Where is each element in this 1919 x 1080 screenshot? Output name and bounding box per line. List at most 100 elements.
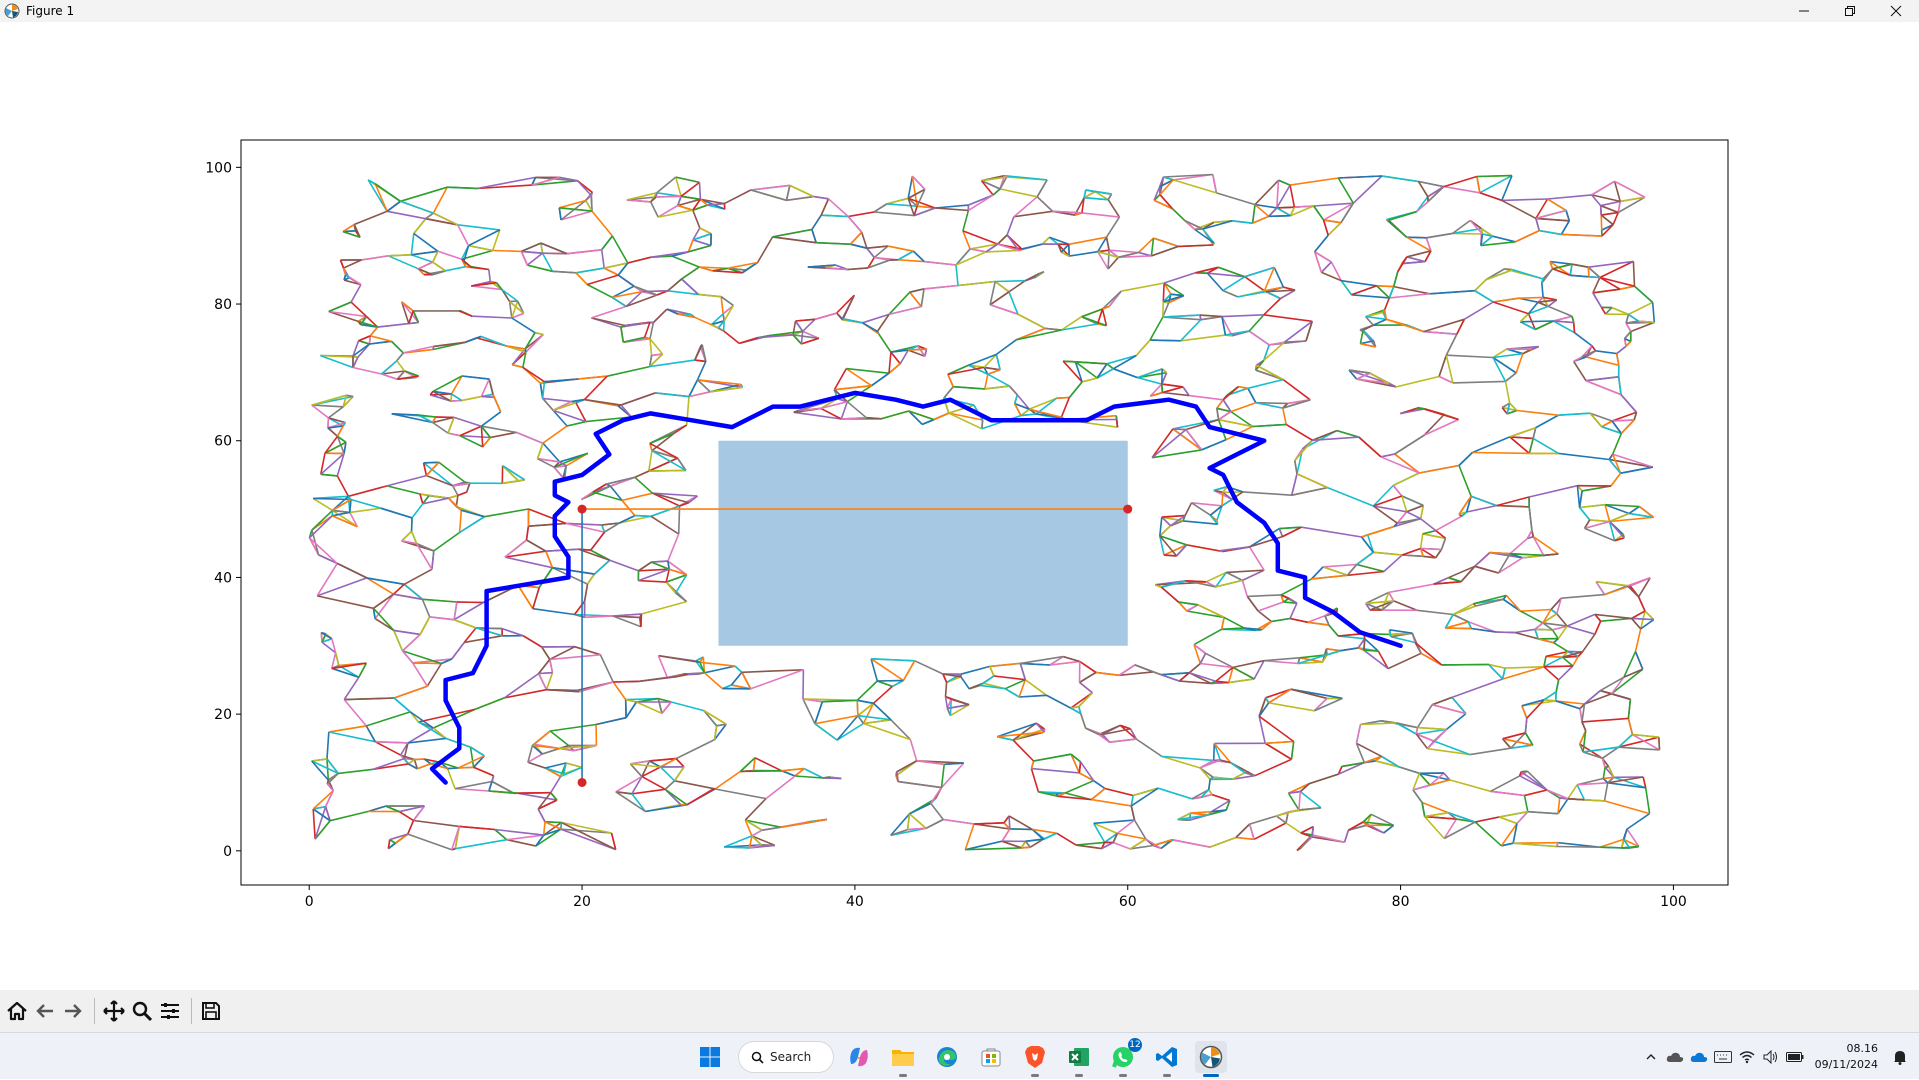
roadmap-edge — [700, 182, 701, 199]
roadmap-edge — [1535, 629, 1553, 630]
roadmap-edge — [1421, 549, 1442, 550]
roadmap-edge — [740, 771, 753, 772]
x-tick-label: 60 — [1119, 894, 1137, 910]
roadmap-edge — [1162, 384, 1163, 392]
save-button[interactable] — [198, 996, 224, 1026]
store-button[interactable] — [975, 1041, 1007, 1073]
vscode-button[interactable] — [1151, 1041, 1183, 1073]
edge-button[interactable] — [931, 1041, 963, 1073]
roadmap-edge — [1009, 816, 1010, 829]
copilot-icon — [847, 1045, 871, 1069]
x-tick-label: 100 — [1660, 894, 1687, 910]
roadmap-edge — [1568, 799, 1585, 800]
roadmap-edge — [543, 253, 568, 254]
roadmap-edge — [1021, 847, 1030, 848]
configure-subplots-icon — [159, 1000, 181, 1022]
roadmap-edge — [1659, 737, 1660, 750]
onedrive-button[interactable] — [1688, 1046, 1710, 1068]
minimize-icon — [1798, 5, 1810, 17]
zoom-button[interactable] — [129, 996, 155, 1026]
maximize-button[interactable] — [1827, 0, 1873, 22]
roadmap-edge — [649, 470, 686, 471]
roadmap-edge — [1601, 206, 1602, 216]
roadmap-edge — [1453, 233, 1483, 234]
active-indicator — [1031, 1074, 1039, 1077]
roadmap-edge — [458, 767, 473, 768]
system-tray: 08.16 09/11/2024 — [1639, 1033, 1919, 1080]
roadmap-edge — [1490, 553, 1510, 554]
roadmap-edge — [1482, 229, 1483, 234]
vscode-icon — [1155, 1045, 1179, 1069]
restore-icon — [1844, 5, 1856, 17]
taskbar-search[interactable]: Search — [738, 1041, 834, 1073]
y-tick-label: 0 — [223, 844, 232, 860]
start-button[interactable] — [694, 1041, 726, 1073]
toolbar-separator — [94, 998, 95, 1024]
y-tick-label: 60 — [214, 434, 232, 450]
onedrive-personal-button[interactable] — [1664, 1046, 1686, 1068]
roadmap-edge — [1588, 267, 1589, 277]
roadmap-edge — [1544, 666, 1573, 667]
roadmap-edge — [995, 281, 1025, 282]
roadmap-edge — [370, 336, 371, 344]
roadmap-edge — [388, 255, 411, 256]
python-figure-button[interactable] — [1195, 1041, 1227, 1073]
forward-button[interactable] — [60, 996, 86, 1026]
brave-button[interactable] — [1019, 1041, 1051, 1073]
back-button[interactable] — [32, 996, 58, 1026]
roadmap-edge — [982, 420, 983, 429]
edge-browser-icon — [935, 1045, 959, 1069]
roadmap-edge — [1589, 277, 1600, 278]
speaker-icon — [1763, 1050, 1779, 1064]
minimize-button[interactable] — [1781, 0, 1827, 22]
roadmap-edge — [641, 614, 642, 627]
roadmap-edge — [1557, 847, 1600, 848]
y-tick-label: 80 — [214, 297, 232, 313]
roadmap-edge — [1600, 847, 1630, 848]
excel-button[interactable] — [1063, 1041, 1095, 1073]
roadmap-edge — [413, 663, 442, 664]
roadmap-edge — [1417, 408, 1425, 409]
notification-badge: 12 — [1128, 1038, 1142, 1052]
keyboard-button[interactable] — [1712, 1046, 1734, 1068]
keyboard-icon — [1714, 1051, 1732, 1063]
x-tick-label: 0 — [305, 894, 314, 910]
navigation-toolbar — [0, 990, 1919, 1032]
show-hidden-icons-button[interactable] — [1640, 1046, 1662, 1068]
x-tick-label: 20 — [573, 894, 591, 910]
x-tick-label: 40 — [846, 894, 864, 910]
chevron-up-icon — [1645, 1051, 1657, 1063]
copilot-button[interactable] — [843, 1041, 875, 1073]
clock[interactable]: 08.16 09/11/2024 — [1815, 1041, 1878, 1073]
roadmap-edge — [517, 793, 550, 794]
battery-button[interactable] — [1784, 1046, 1806, 1068]
active-indicator — [1163, 1074, 1171, 1077]
pan-button[interactable] — [101, 996, 127, 1026]
roadmap-edge — [1633, 261, 1634, 286]
roadmap-edge — [1612, 420, 1634, 421]
onedrive-cloud-icon — [1690, 1051, 1708, 1063]
cloud-icon — [1666, 1051, 1684, 1063]
roadmap-edge — [1057, 398, 1070, 399]
y-tick-label: 20 — [214, 707, 232, 723]
file-explorer-button[interactable] — [887, 1041, 919, 1073]
roadmap-edge — [1269, 216, 1291, 217]
configure-subplots-button[interactable] — [157, 996, 183, 1026]
folder-icon — [891, 1046, 915, 1068]
window-titlebar: Figure 1 — [0, 0, 1919, 22]
roadmap-edge — [1377, 286, 1394, 287]
active-indicator — [1119, 1074, 1127, 1077]
roadmap-edge — [451, 401, 462, 402]
windows-logo-icon — [699, 1046, 721, 1068]
whatsapp-button[interactable]: 12 — [1107, 1041, 1139, 1073]
notifications-button[interactable] — [1889, 1046, 1911, 1068]
roadmap-edge — [877, 681, 903, 682]
roadmap-edge — [1186, 581, 1207, 582]
roadmap-edge — [857, 700, 858, 715]
network-button[interactable] — [1736, 1046, 1758, 1068]
close-button[interactable] — [1873, 0, 1919, 22]
roadmap-edge — [1173, 429, 1186, 430]
home-button[interactable] — [4, 996, 30, 1026]
volume-button[interactable] — [1760, 1046, 1782, 1068]
